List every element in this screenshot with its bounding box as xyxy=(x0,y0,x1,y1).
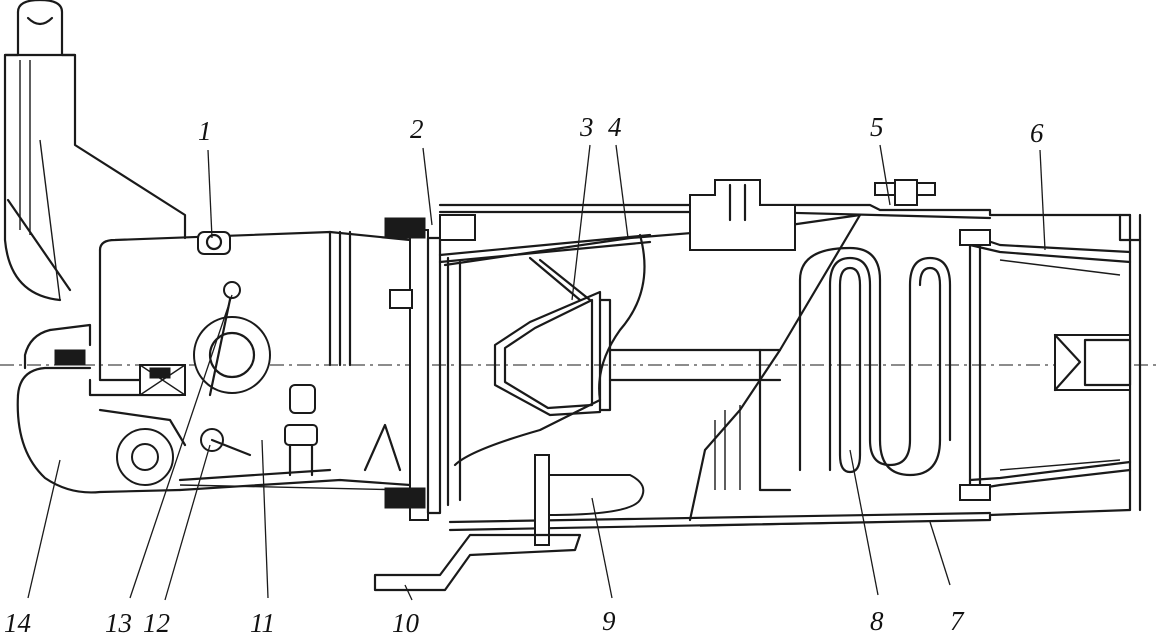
central-tube xyxy=(608,348,782,382)
cutaway-line-left xyxy=(453,233,646,467)
callout-13: 13 xyxy=(105,608,132,638)
mount-bracket-10 xyxy=(373,533,582,592)
heat-exchanger-coils-8 xyxy=(714,246,952,492)
outlet-cone-6 xyxy=(959,229,1132,501)
callout-6: 6 xyxy=(1030,118,1044,148)
fuel-nozzle-1 xyxy=(197,231,231,255)
callout-14: 14 xyxy=(4,608,31,638)
callout-labels: 1 2 3 4 5 6 7 8 9 10 11 12 13 14 xyxy=(4,112,1044,638)
callout-12: 12 xyxy=(143,608,170,638)
callout-1: 1 xyxy=(198,116,212,146)
end-bolt xyxy=(1053,333,1132,392)
burner-housing xyxy=(88,230,412,492)
motor-assembly xyxy=(139,281,271,457)
exhaust-bracket xyxy=(3,0,187,302)
leader-lines xyxy=(27,144,1046,601)
casing-bottom-detail xyxy=(699,519,991,527)
callout-8: 8 xyxy=(870,606,884,636)
callout-9: 9 xyxy=(602,606,616,636)
callout-5: 5 xyxy=(870,112,884,142)
flange-2 xyxy=(384,214,476,521)
top-tab xyxy=(689,179,796,251)
swirler-cone-3 xyxy=(493,256,612,417)
elbow-part-14 xyxy=(16,323,187,494)
glow-plug-11 xyxy=(284,384,402,477)
callout-3: 3 xyxy=(579,112,594,142)
fuel-pipe-9 xyxy=(534,454,645,546)
callout-2: 2 xyxy=(410,114,424,144)
inner-liner-4 xyxy=(438,213,862,507)
callout-11: 11 xyxy=(250,608,275,638)
callout-7: 7 xyxy=(950,606,965,636)
callout-4: 4 xyxy=(608,112,622,142)
callout-10: 10 xyxy=(392,608,420,638)
drain-plug-5 xyxy=(874,179,936,206)
